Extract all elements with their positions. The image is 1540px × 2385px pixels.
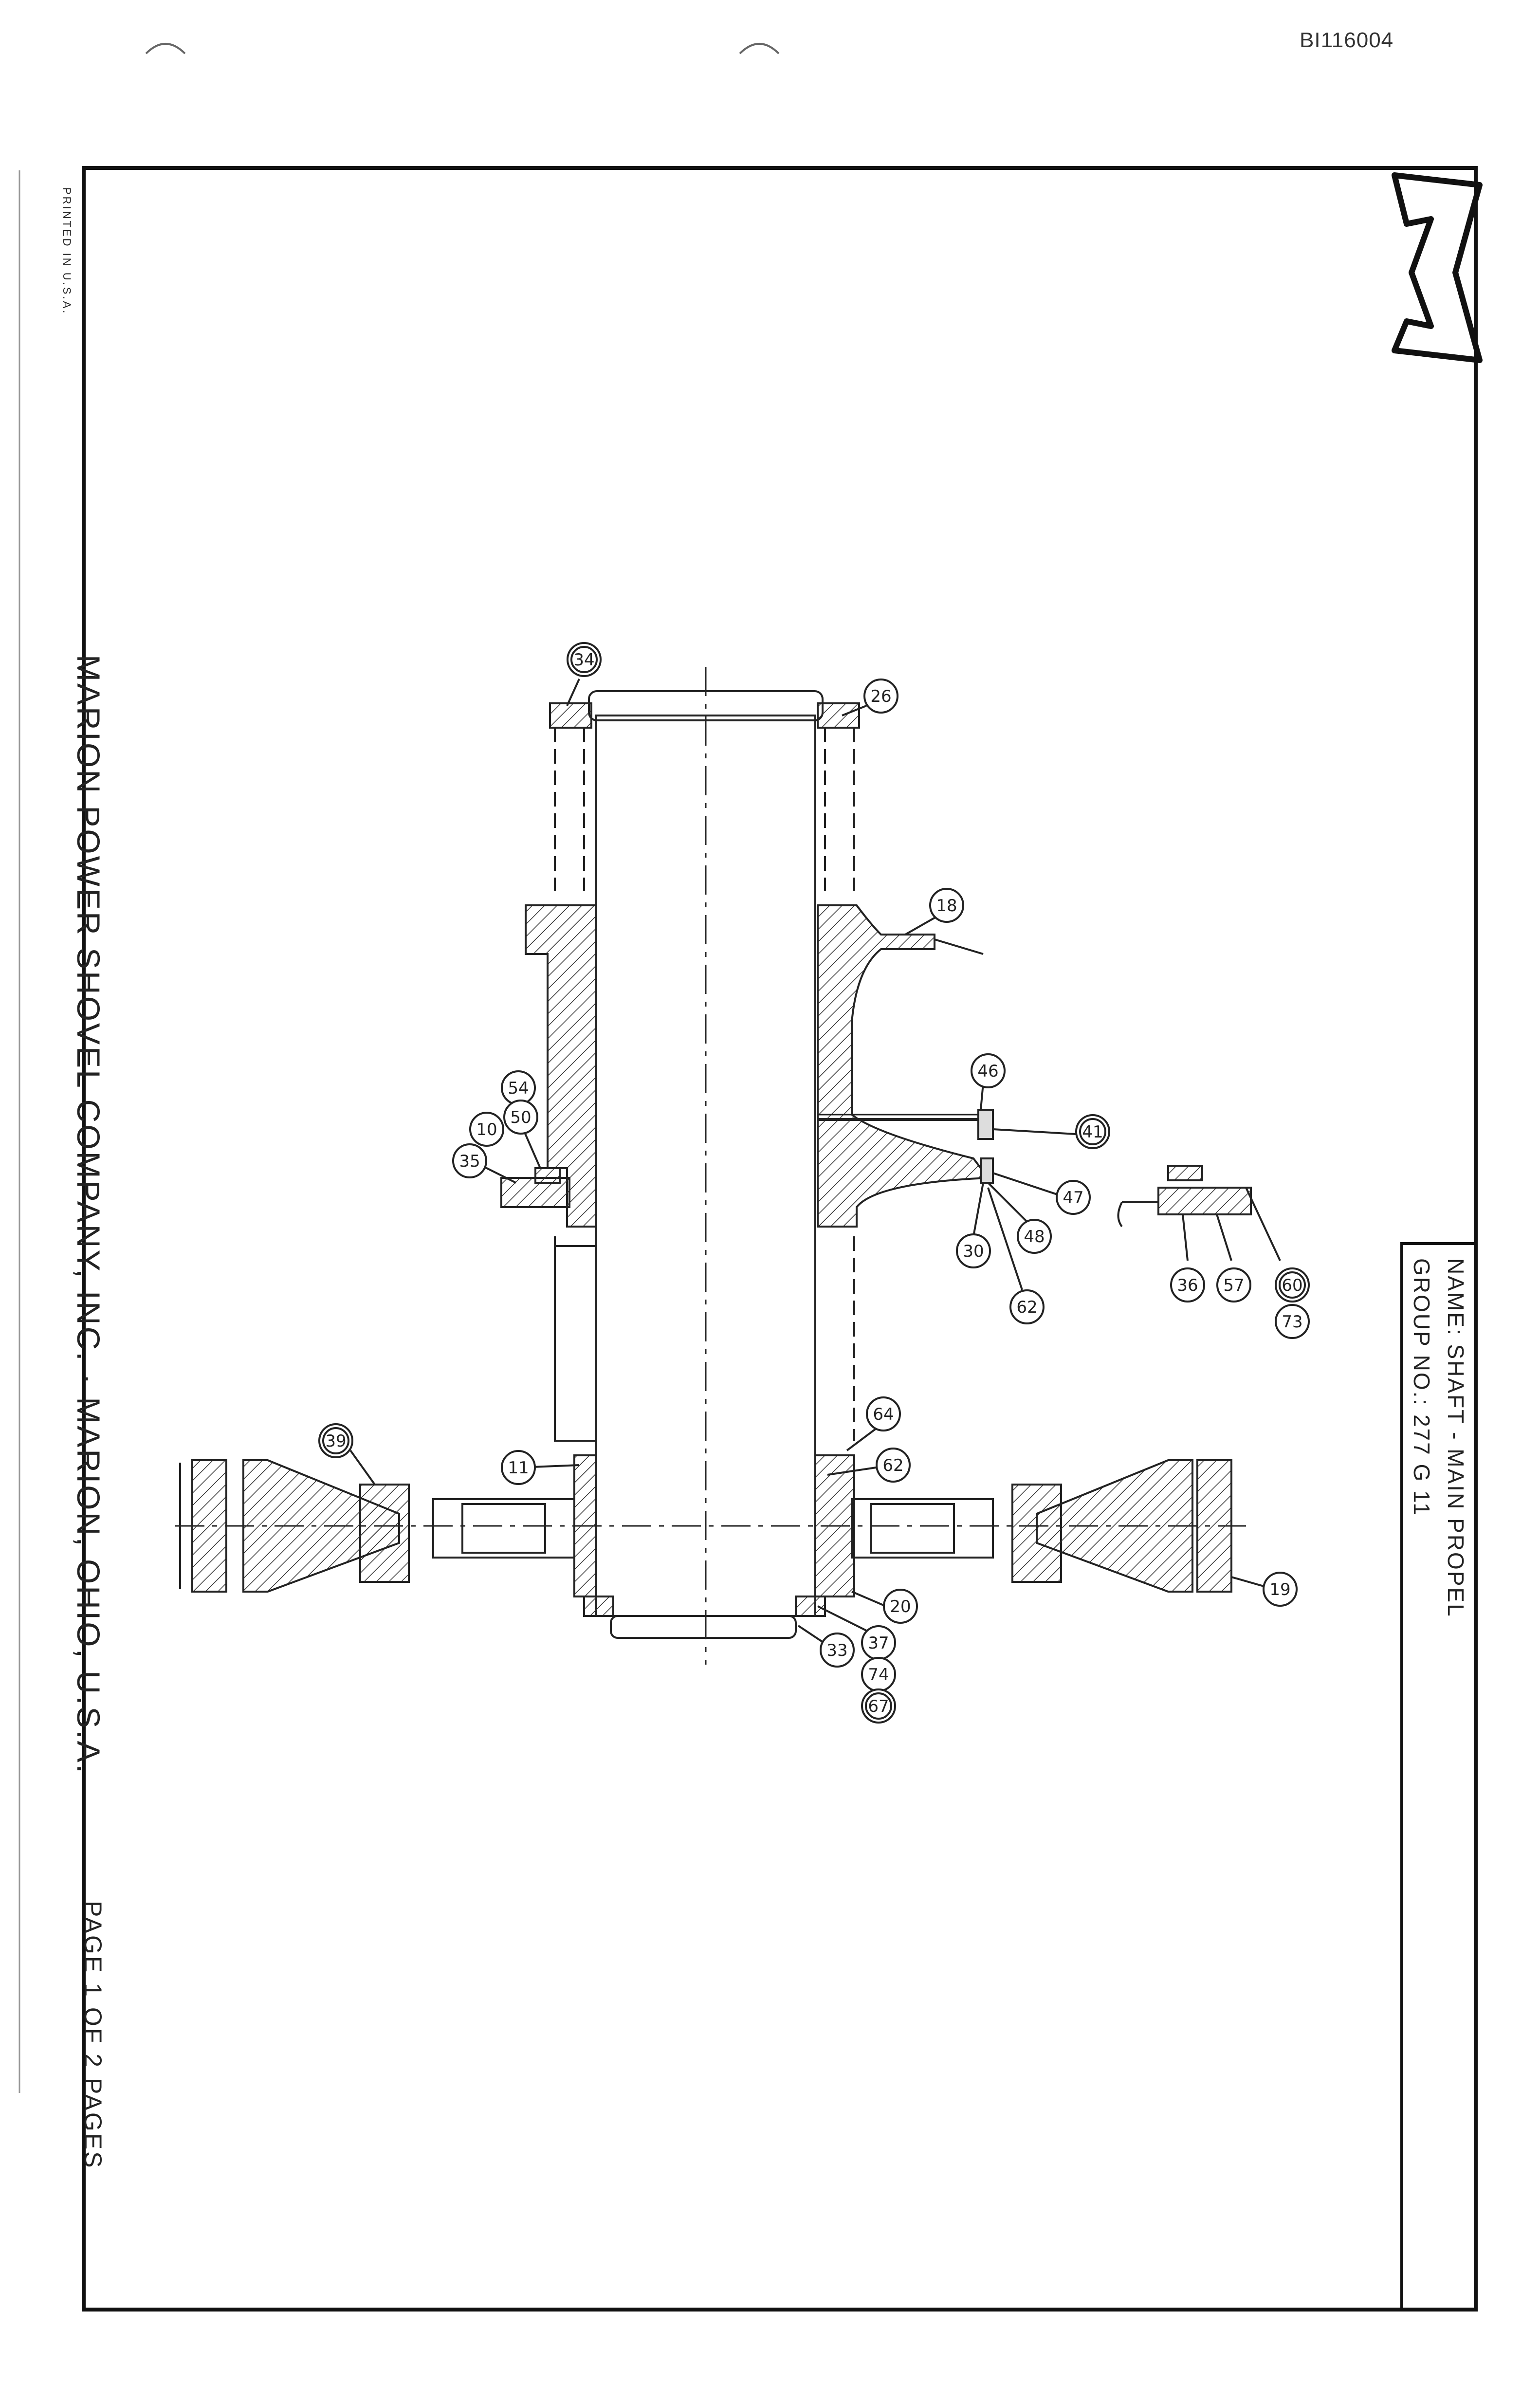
callout-36: 36 (1170, 1267, 1205, 1303)
svg-text:62: 62 (882, 1456, 903, 1475)
svg-text:36: 36 (1177, 1276, 1198, 1295)
lower-hub-left (573, 1454, 597, 1597)
fitting-41 (977, 1109, 994, 1140)
left-spacer (432, 1498, 575, 1559)
callout-62b: 62 (876, 1448, 911, 1483)
callout-33: 33 (820, 1633, 855, 1668)
callout-54: 54 (501, 1070, 536, 1105)
callout-64: 64 (866, 1396, 901, 1431)
callout-11: 11 (501, 1450, 536, 1485)
svg-text:57: 57 (1223, 1276, 1244, 1295)
mid-sleeve (554, 1245, 597, 1442)
callout-50: 50 (503, 1100, 538, 1135)
binder-mark (145, 43, 186, 55)
detail-block (1157, 1187, 1252, 1215)
page-indicator: PAGE 1 OF 2 PAGES (79, 1901, 107, 2170)
callout-60: 60 (1275, 1267, 1310, 1303)
sheet-border (82, 166, 1478, 2312)
svg-text:11: 11 (508, 1458, 529, 1478)
fitting-47 (980, 1157, 994, 1184)
svg-text:48: 48 (1024, 1227, 1045, 1247)
document-id: BI116004 (1300, 28, 1394, 52)
title-name-line: NAME: SHAFT - MAIN PROPEL (1443, 1258, 1468, 1618)
svg-text:26: 26 (870, 687, 891, 706)
callout-41: 41 (1075, 1114, 1110, 1149)
callout-67: 67 (861, 1688, 896, 1724)
printed-note: PRINTED IN U.S.A. (61, 187, 73, 315)
svg-text:10: 10 (476, 1120, 497, 1139)
callout-57: 57 (1216, 1267, 1251, 1303)
title-group-line: GROUP NO.: 277 G 11 (1409, 1258, 1434, 1517)
part-callouts: 34 26 18 46 41 47 48 30 62 54 50 10 35 3… (318, 642, 1310, 1724)
svg-text:67: 67 (868, 1697, 889, 1716)
detail-key (1167, 1165, 1203, 1181)
binder-mark (739, 43, 780, 55)
marion-logo (1392, 172, 1483, 363)
lower-hub-right (814, 1454, 855, 1597)
svg-text:34: 34 (573, 650, 594, 670)
right-spacer (851, 1498, 994, 1559)
svg-text:47: 47 (1063, 1188, 1083, 1208)
svg-text:35: 35 (459, 1152, 480, 1171)
svg-text:64: 64 (873, 1405, 894, 1424)
svg-text:74: 74 (868, 1665, 889, 1685)
callout-62: 62 (1009, 1289, 1045, 1324)
callout-39: 39 (318, 1423, 353, 1458)
left-wheel-arm (242, 1459, 400, 1593)
callout-18: 18 (929, 888, 964, 923)
callout-48: 48 (1017, 1219, 1052, 1254)
callout-47: 47 (1056, 1180, 1091, 1215)
svg-text:37: 37 (868, 1633, 889, 1653)
svg-text:30: 30 (963, 1242, 984, 1261)
svg-text:62: 62 (1016, 1298, 1037, 1317)
svg-text:54: 54 (508, 1079, 529, 1098)
callout-26: 26 (863, 679, 898, 714)
hub-right (817, 904, 990, 1228)
callout-34: 34 (567, 642, 602, 677)
shaft-bottom-end (610, 1615, 797, 1639)
callout-10: 10 (469, 1112, 504, 1147)
callout-46: 46 (971, 1053, 1006, 1088)
svg-text:60: 60 (1282, 1276, 1302, 1295)
svg-text:39: 39 (325, 1431, 346, 1451)
svg-text:50: 50 (510, 1108, 531, 1127)
svg-text:20: 20 (890, 1597, 911, 1616)
callout-74: 74 (861, 1657, 896, 1692)
callout-19: 19 (1263, 1572, 1298, 1607)
company-name: MARION POWER SHOVEL COMPANY, INC. · MARI… (71, 655, 107, 1776)
title-block (1400, 1242, 1477, 2311)
callout-73: 73 (1275, 1304, 1310, 1339)
callout-30: 30 (956, 1233, 991, 1268)
callout-35: 35 (452, 1143, 487, 1178)
top-cap-left (549, 702, 592, 729)
callout-37: 37 (861, 1625, 896, 1660)
svg-text:19: 19 (1269, 1580, 1290, 1599)
left-rim (191, 1459, 227, 1593)
right-rim (1196, 1459, 1232, 1593)
right-wheel-arm (1036, 1459, 1193, 1593)
left-key-54 (534, 1167, 561, 1184)
svg-text:46: 46 (977, 1062, 998, 1081)
svg-text:73: 73 (1282, 1312, 1302, 1332)
top-cap-right (817, 702, 860, 729)
svg-text:41: 41 (1082, 1122, 1103, 1142)
svg-text:18: 18 (936, 896, 957, 916)
shaft-assembly (175, 667, 1281, 1665)
svg-text:33: 33 (826, 1641, 847, 1660)
callout-20: 20 (883, 1589, 918, 1624)
